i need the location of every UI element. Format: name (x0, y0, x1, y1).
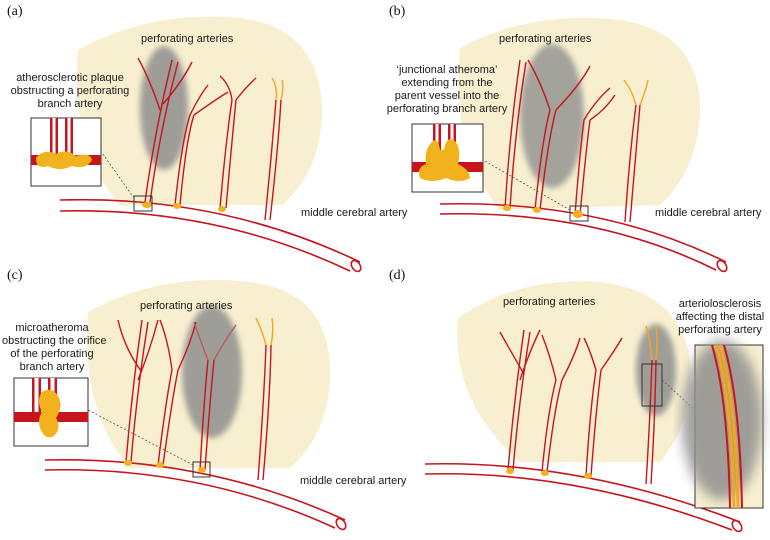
plaque-marks (142, 202, 226, 212)
perforating-label-a: perforating arteries (141, 33, 234, 45)
inset-box (13, 377, 89, 447)
zoom-box (569, 205, 589, 222)
mca-label-c: middle cerebral artery (300, 475, 407, 487)
inset-box (30, 117, 102, 187)
inset-caption-a: atherosclerotic plaque obstructing a per… (10, 72, 130, 110)
perforating-arteries (117, 317, 274, 481)
inset-caption-d: arteriolosclerosis affecting the distal … (675, 298, 765, 336)
plaque-shape (418, 139, 470, 181)
panel-c (13, 280, 347, 531)
panel-d (424, 281, 764, 533)
zoom-box (133, 195, 153, 212)
panel-letter-c: (c) (7, 268, 23, 283)
infarct-region (520, 44, 584, 188)
panel-a (30, 16, 362, 273)
inset-box (682, 340, 764, 509)
perforating-label-b: perforating arteries (499, 33, 592, 45)
zoom-box (192, 461, 211, 478)
middle-cerebral-artery (59, 198, 362, 273)
plaque-shape (39, 389, 61, 438)
perforating-label-d: perforating arteries (503, 296, 596, 308)
middle-cerebral-artery (44, 458, 347, 531)
panel-b (411, 17, 728, 273)
zoom-leader (482, 159, 571, 211)
infarct-region (140, 46, 188, 170)
middle-cerebral-artery (439, 202, 728, 273)
panel-letter-d: (d) (389, 268, 406, 283)
infarct-region (182, 306, 242, 438)
territory-region (457, 281, 691, 462)
plaque-shape (36, 151, 92, 169)
panel-letter-b: (b) (389, 4, 406, 19)
perforating-label-c: perforating arteries (140, 300, 233, 312)
plaque-marks (124, 460, 206, 473)
zoom-leader (99, 149, 135, 199)
zoom-box (641, 363, 663, 407)
mca-label-b: middle cerebral artery (655, 207, 762, 219)
perforating-arteries (499, 325, 658, 485)
mca-label-a: middle cerebral artery (301, 207, 408, 219)
panel-letter-a: (a) (7, 4, 23, 19)
inset-caption-c: microatheroma obstructing the orifice of… (2, 322, 107, 373)
inset-box (411, 123, 484, 193)
perforating-arteries (137, 57, 284, 221)
perforating-arteries (504, 59, 649, 223)
inset-caption-b: ‘junctional atheroma’ extending from the… (386, 64, 508, 115)
plaque-marks (506, 468, 592, 479)
plaque-marks (503, 205, 583, 218)
